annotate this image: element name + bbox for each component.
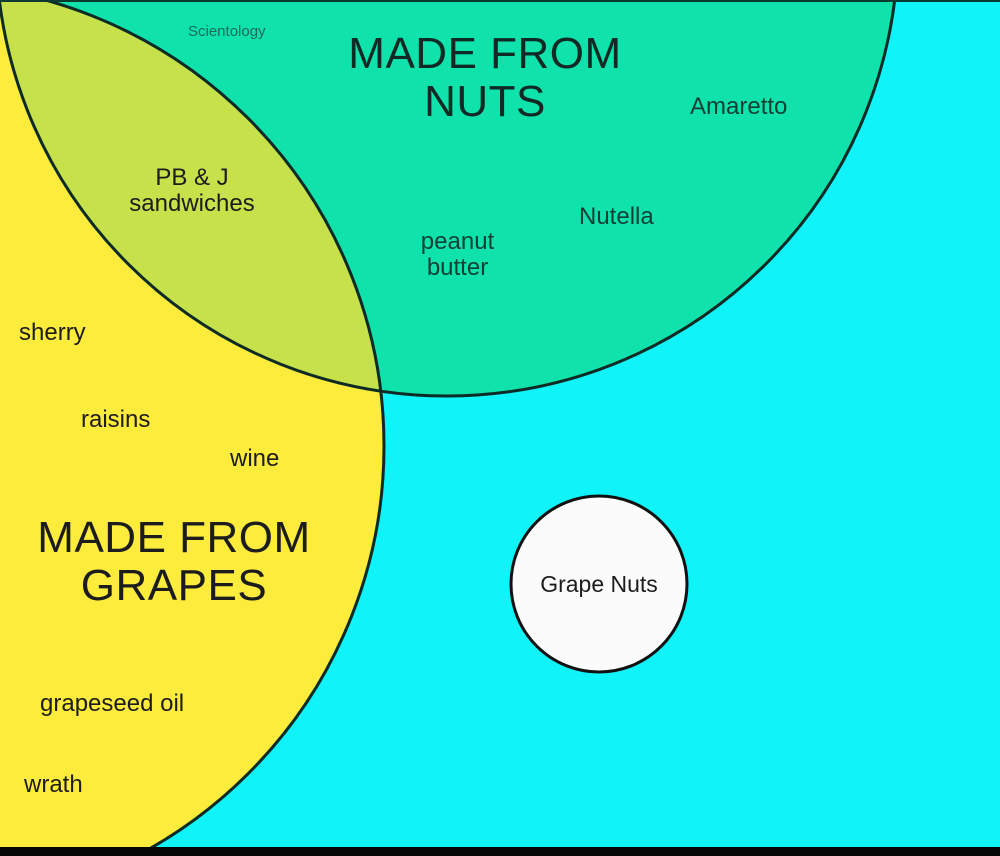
label-raisins: raisins — [81, 406, 151, 433]
grapes-circle-outline — [39, 0, 386, 856]
label-wine: wine — [230, 445, 280, 472]
nuts-heading: MADE FROM NUTS — [330, 30, 640, 125]
label-scientology: Scientology — [188, 23, 266, 40]
grapes-heading-line2: GRAPES — [80, 560, 268, 610]
top-edge-line — [0, 0, 1000, 2]
label-peanut-butter-line1: peanut — [420, 228, 495, 255]
label-grape-nuts: Grape Nuts — [540, 571, 658, 597]
nuts-heading-line2: NUTS — [424, 76, 546, 126]
label-pbj-line1: PB & J — [155, 164, 229, 191]
label-nutella: Nutella — [579, 203, 654, 230]
label-pbj-sandwiches: PB & J sandwiches — [110, 165, 274, 217]
label-wrath: wrath — [24, 771, 83, 798]
nuts-heading-line1: MADE FROM — [348, 29, 622, 78]
nuts-circle-outline — [0, 0, 897, 398]
bottom-bar — [0, 847, 1000, 856]
label-peanut-butter: peanut butter — [400, 229, 515, 281]
grape-nuts-circle — [509, 494, 689, 674]
grapes-heading: MADE FROM GRAPES — [18, 514, 330, 609]
label-grapeseed-oil: grapeseed oil — [40, 690, 185, 717]
label-peanut-butter-line2: butter — [426, 253, 489, 281]
label-amaretto: Amaretto — [690, 93, 788, 120]
grapes-heading-line1: MADE FROM — [37, 513, 311, 562]
overlap-region — [0, 0, 384, 396]
label-sherry: sherry — [19, 319, 86, 346]
label-pbj-line2: sandwiches — [129, 189, 255, 217]
